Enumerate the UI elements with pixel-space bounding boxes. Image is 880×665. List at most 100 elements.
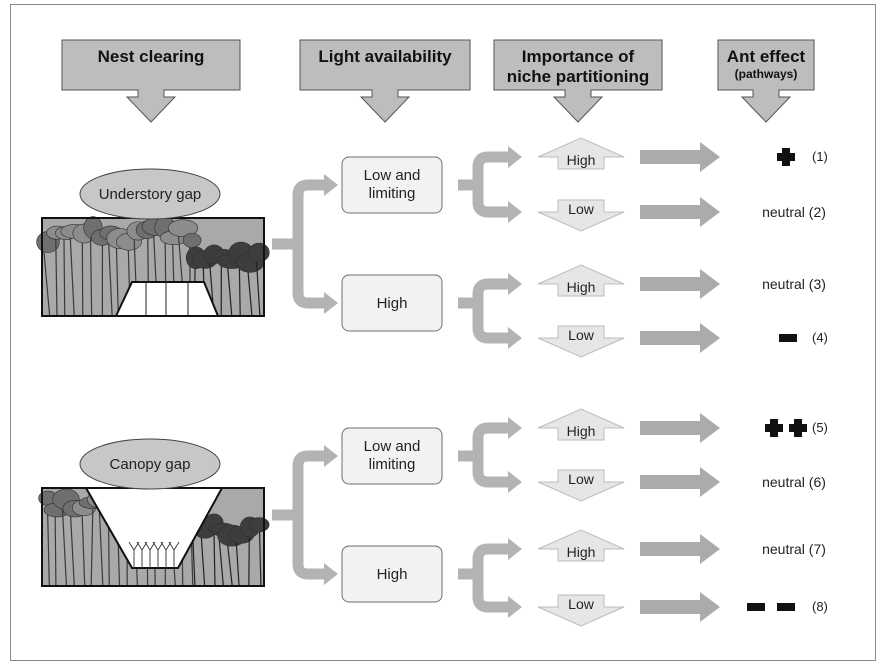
ant-effect-1: (1): [640, 142, 828, 172]
up-arrow-icon: [537, 264, 625, 297]
minus-icon: [747, 603, 765, 611]
right-arrow-icon: [640, 197, 720, 227]
brace-arms: [472, 422, 508, 488]
light-brace-2: [272, 445, 338, 585]
gap-ellipse: [79, 168, 221, 220]
ant-effect-2: neutral (2): [640, 197, 826, 227]
minus-icon: [779, 334, 797, 342]
plus-icon: [765, 419, 783, 437]
light-box-rect: [341, 427, 443, 485]
ant-effect-label: neutral (7): [762, 541, 826, 557]
right-arrow-icon: [640, 142, 720, 172]
light-box-label: Low and: [364, 438, 421, 455]
right-arrow-icon: [640, 269, 720, 299]
tree-trunk: [98, 503, 104, 587]
tree-trunk: [90, 506, 94, 587]
brace-arrowhead: [508, 538, 522, 560]
tree-trunk: [218, 533, 224, 587]
tree-trunk: [213, 526, 216, 587]
niche-arrow-2: Low: [537, 199, 625, 232]
niche-brace-4: [458, 538, 522, 618]
header-subtitle: (pathways): [735, 67, 798, 81]
tree-trunk: [200, 534, 206, 587]
up-arrow-icon: [537, 408, 625, 441]
pathway-number: (1): [812, 149, 828, 164]
niche-arrow-4: Low: [537, 325, 625, 358]
niche-brace-3: [458, 417, 522, 493]
ant-effect-6: neutral (6): [640, 467, 826, 497]
pathway-number: (4): [812, 330, 828, 345]
brace-arms: [472, 543, 508, 613]
niche-level-label: High: [567, 152, 596, 168]
niche-arrow-1: High: [537, 137, 625, 170]
tree-trunk: [235, 538, 240, 587]
brace-arms: [472, 278, 508, 344]
niche-arrow-7: High: [537, 529, 625, 562]
tree-trunk: [61, 503, 68, 587]
ant-effect-4: (4): [640, 323, 828, 353]
header-box: [61, 39, 241, 123]
header-title-line: niche partitioning: [507, 67, 650, 86]
up-arrow-icon: [537, 137, 625, 170]
header-box: [717, 39, 815, 123]
light-box-4: High: [341, 545, 443, 603]
ant-effect-3: neutral (3): [640, 269, 826, 299]
light-brace-1: [272, 174, 338, 314]
forest-illustration-canopy: [38, 487, 270, 587]
light-box-rect: [341, 156, 443, 214]
niche-level-label: Low: [568, 596, 595, 612]
brace-arrowhead: [508, 471, 522, 493]
ant-effect-label: neutral (6): [762, 474, 826, 490]
brace-arrowhead: [324, 445, 338, 467]
niche-brace-1: [458, 146, 522, 223]
niche-arrow-6: Low: [537, 469, 625, 502]
forest-illustration-understory: [36, 216, 270, 317]
brace-arms: [472, 151, 508, 218]
pathway-number: (8): [812, 599, 828, 614]
tree-trunk: [226, 264, 233, 317]
tree-trunk: [46, 502, 50, 587]
header-1: Nest clearing: [61, 39, 241, 123]
brace-arrowhead: [508, 273, 522, 295]
tree-trunk: [81, 511, 86, 587]
down-arrow-icon: [537, 469, 625, 502]
pathway-number: (5): [812, 420, 828, 435]
right-arrow-icon: [640, 413, 720, 443]
brace-arms: [292, 450, 324, 580]
niche-level-label: High: [567, 279, 596, 295]
ant-effect-label: neutral (3): [762, 276, 826, 292]
tree-trunk: [107, 236, 113, 317]
gap-ellipse: [79, 438, 221, 490]
right-arrow-icon: [640, 534, 720, 564]
down-arrow-icon: [537, 199, 625, 232]
niche-level-label: High: [567, 423, 596, 439]
tree-trunk: [63, 237, 66, 317]
header-2: Light availability: [299, 39, 471, 123]
down-arrow-icon: [537, 594, 625, 627]
brace-arrowhead: [508, 596, 522, 618]
tree-trunk: [258, 528, 262, 587]
brace-arrowhead: [508, 201, 522, 223]
gap-label: Understory gap: [79, 168, 221, 220]
tree-trunk: [226, 539, 233, 587]
light-box-label: Low and: [364, 167, 421, 184]
tree-crown: [248, 242, 270, 263]
header-box: [493, 39, 663, 123]
right-arrow-icon: [640, 592, 720, 622]
tree-crown: [182, 232, 202, 248]
light-box-label: High: [377, 566, 408, 583]
sapling-branch: [152, 541, 164, 551]
light-box-label: limiting: [369, 185, 416, 202]
tree-trunk: [246, 266, 253, 317]
ant-effect-8: (8): [640, 592, 828, 622]
tree-trunk: [255, 256, 261, 317]
tree-trunk: [55, 236, 58, 317]
niche-arrow-3: High: [537, 264, 625, 297]
ant-effect-5: (5): [640, 413, 828, 443]
niche-level-label: Low: [568, 201, 595, 217]
up-arrow-icon: [537, 529, 625, 562]
